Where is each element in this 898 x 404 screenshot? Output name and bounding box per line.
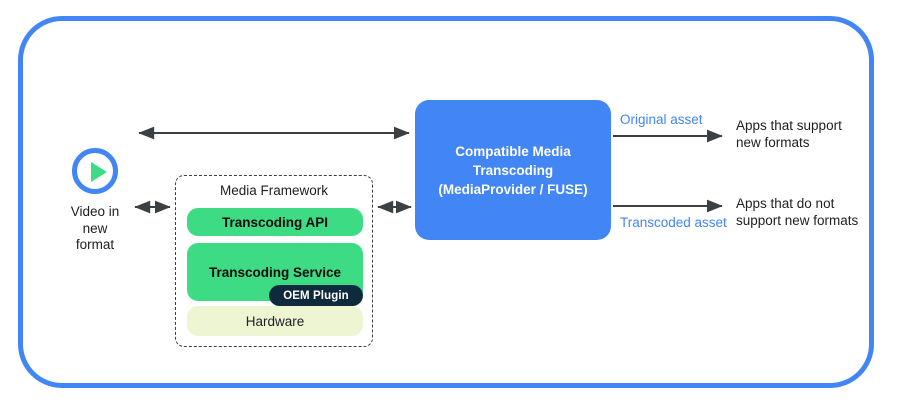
hardware-box: Hardware — [187, 306, 363, 336]
original-asset-label: Original asset — [620, 112, 703, 127]
apps-nonsupporting-label: Apps that do not support new formats — [736, 196, 859, 228]
transcoded-asset-label: Transcoded asset — [620, 215, 727, 230]
apps-supporting-label: Apps that support new formats — [736, 118, 842, 150]
play-circle-icon — [72, 148, 118, 194]
video-source-caption: Video in new format — [70, 204, 120, 252]
transcoding-api-box: Transcoding API — [187, 208, 363, 236]
oem-plugin-badge: OEM Plugin — [269, 285, 363, 306]
media-framework-title: Media Framework — [219, 183, 329, 198]
compatible-media-transcoding-box: Compatible Media Transcoding (MediaProvi… — [415, 100, 611, 240]
video-source-group: Video in new format — [47, 148, 143, 254]
outer-frame-border — [18, 16, 874, 388]
media-framework-container: Media Framework Transcoding API Transcod… — [175, 175, 373, 347]
play-triangle-icon — [91, 162, 107, 182]
